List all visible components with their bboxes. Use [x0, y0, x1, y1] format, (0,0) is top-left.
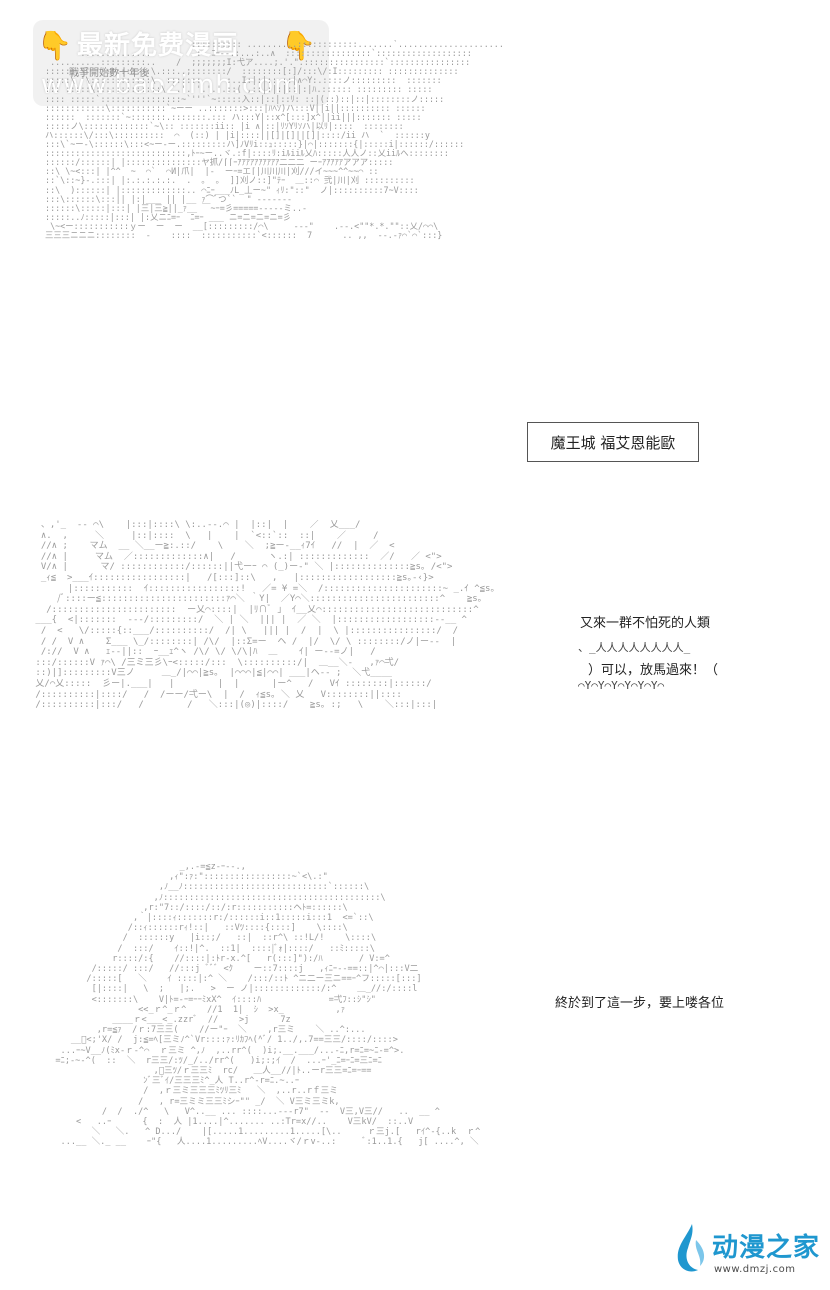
narration-caption: 終於到了這一步，要上喽各位: [555, 996, 725, 1011]
watermark-url: www.baozimh.com: [41, 70, 301, 100]
castle-art-panel: :::::::::: ..........::::::::::::.......…: [40, 40, 700, 480]
narration-caption: 又來一群不怕死的人類: [580, 616, 711, 631]
speech-bubble: 、_人人人人人人人人_ ）可以，放馬過來！（ ⌒Y⌒Y⌒Y⌒Y⌒Y⌒Y⌒: [578, 642, 728, 698]
castle-ascii-art: :::::::::: ..........::::::::::::.......…: [45, 40, 504, 240]
site-logo: 动漫之家 www.dmzj.com: [672, 1222, 822, 1278]
pointing-down-hand-icon: 👇: [281, 29, 316, 62]
watermark-title: 最新免费漫画: [77, 31, 240, 61]
logo-name: 动漫之家: [712, 1233, 821, 1263]
logo-url: www.dmzj.com: [714, 1264, 796, 1275]
pointing-down-hand-icon: 👇: [37, 29, 72, 62]
hero-ascii-art: _,.-=≦z-ｰ--., ,ｨ":ｧ:":::::::::::::::::~`…: [55, 862, 481, 1148]
name-box: 魔王城 福艾恩能歐: [527, 422, 699, 462]
watermark-subtitle: 戰爭開始數十年後: [69, 68, 149, 79]
speech-bubble-bottom-border: ⌒Y⌒Y⌒Y⌒Y⌒Y⌒Y⌒: [578, 679, 665, 692]
watermark: 👇 最新免费漫画 👇 戰爭開始數十年後 www.baozimh.com: [33, 20, 329, 106]
speech-bubble-top-border: 、_人人人人人人人人_: [578, 641, 691, 654]
speech-text: ）可以，放馬過來！（: [587, 663, 718, 678]
crowd-ascii-art: 、,'_ -- ⌒\ |:::|::::\ \:..--.⌒ | |::| | …: [35, 520, 495, 711]
hero-art-panel: _,.-=≦z-ｰ--., ,ｨ":ｧ:":::::::::::::::::~`…: [45, 862, 555, 1272]
crowd-art-panel: 、,'_ -- ⌒\ |:::|::::\ \:..--.⌒ | |::| | …: [30, 520, 555, 825]
water-drop-logo-icon: [677, 1224, 705, 1272]
